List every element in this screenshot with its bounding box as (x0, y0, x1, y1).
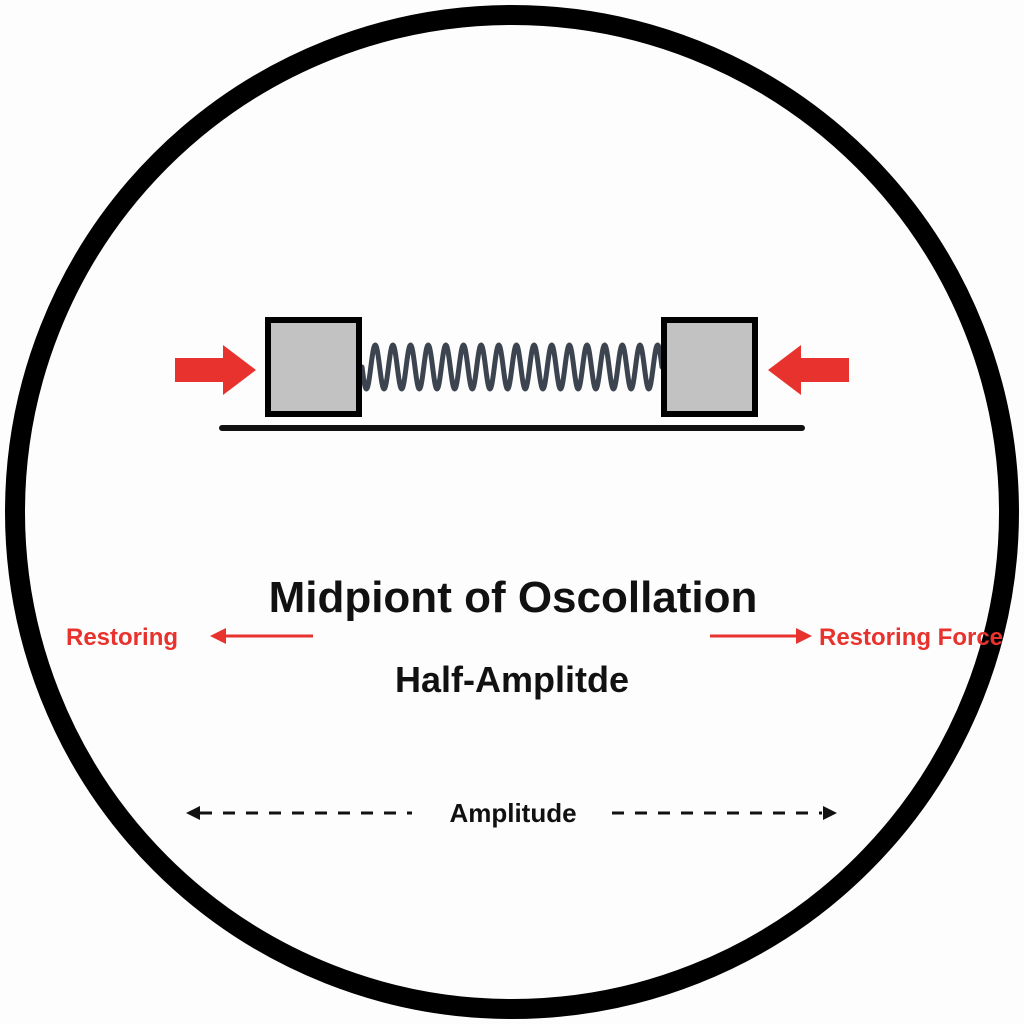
left-mass-block (265, 317, 362, 417)
amplitude-right-arrowhead-icon (823, 806, 837, 820)
right-mass-block (661, 317, 758, 417)
restoring-left-label: Restoring (66, 624, 178, 651)
right-force-arrow-icon (768, 345, 849, 395)
restoring-left-arrow-icon (210, 628, 226, 644)
diagram-subtitle: Half-Amplitde (395, 659, 629, 700)
spring-coil (359, 342, 665, 392)
restoring-right-label: Restoring Force (819, 624, 1003, 651)
left-force-arrow-icon (175, 345, 256, 395)
diagram-title: Midpiont of Oscollation (269, 573, 758, 622)
outer-circle-frame (5, 5, 1019, 1019)
restoring-right-arrow-icon (796, 628, 812, 644)
amplitude-label: Amplitude (449, 798, 576, 828)
amplitude-left-arrowhead-icon (186, 806, 200, 820)
